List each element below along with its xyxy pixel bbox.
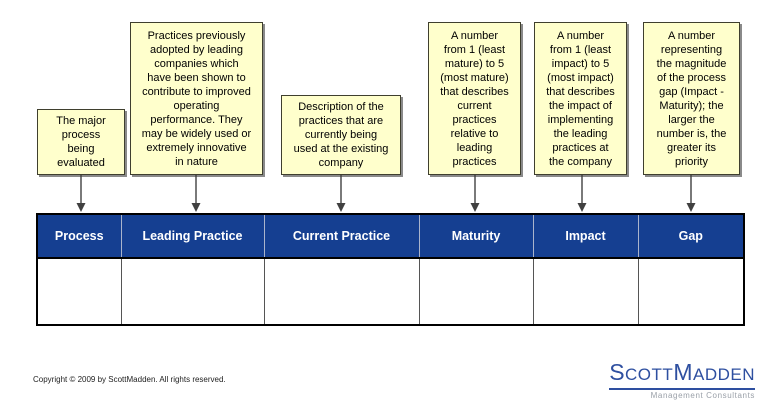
callout-process-text: The major process being evaluated xyxy=(56,115,106,169)
column-header-gap: Gap xyxy=(637,214,744,259)
column-header-impact: Impact xyxy=(532,214,638,259)
down-arrow-icon xyxy=(577,175,587,212)
column-header-maturity: Maturity xyxy=(418,214,533,259)
callout-impact: A number from 1 (least impact) to 5 (mos… xyxy=(534,22,627,175)
callout-process: The major process being evaluated xyxy=(37,109,125,175)
column-header-leading-practice: Leading Practice xyxy=(120,214,264,259)
callout-current-practice-text: Description of the practices that are cu… xyxy=(293,101,389,169)
column-header-process: Process xyxy=(37,214,121,259)
table-cell-maturity xyxy=(418,258,533,325)
assessment-table: Process Leading Practice Current Practic… xyxy=(36,213,745,326)
callout-maturity: A number from 1 (least mature) to 5 (mos… xyxy=(428,22,521,175)
copyright-text: Copyright © 2009 by ScottMadden. All rig… xyxy=(33,375,226,384)
callout-leading-practice-text: Practices previously adopted by leading … xyxy=(141,29,252,168)
callout-impact-text: A number from 1 (least impact) to 5 (mos… xyxy=(546,29,615,168)
callout-gap-text: A number representing the magnitude of t… xyxy=(656,29,727,168)
column-header-current-practice: Current Practice xyxy=(263,214,419,259)
logo-letters: COTT xyxy=(625,365,674,384)
logo-letter: S xyxy=(609,359,626,385)
down-arrow-icon xyxy=(191,175,201,212)
logo-letters: ADDEN xyxy=(692,365,755,384)
table-cell-gap xyxy=(637,258,744,325)
callout-maturity-text: A number from 1 (least mature) to 5 (mos… xyxy=(440,29,509,168)
logo-letter: M xyxy=(673,359,693,385)
callout-leading-practice: Practices previously adopted by leading … xyxy=(130,22,263,175)
table-cell-leading-practice xyxy=(120,258,264,325)
table-body-row xyxy=(37,258,744,325)
table-cell-current-practice xyxy=(263,258,419,325)
scottmadden-logo: SCOTTMADDEN Management Consultants xyxy=(609,361,755,400)
table-cell-process xyxy=(37,258,121,325)
logo-wordmark: SCOTTMADDEN xyxy=(609,361,755,390)
down-arrow-icon xyxy=(336,175,346,212)
callout-current-practice: Description of the practices that are cu… xyxy=(281,95,401,175)
table-header-row: Process Leading Practice Current Practic… xyxy=(37,214,744,259)
down-arrow-icon xyxy=(470,175,480,212)
down-arrow-icon xyxy=(686,175,696,212)
callout-gap: A number representing the magnitude of t… xyxy=(643,22,740,175)
table-cell-impact xyxy=(532,258,638,325)
logo-tagline: Management Consultants xyxy=(650,391,755,400)
down-arrow-icon xyxy=(76,175,86,212)
